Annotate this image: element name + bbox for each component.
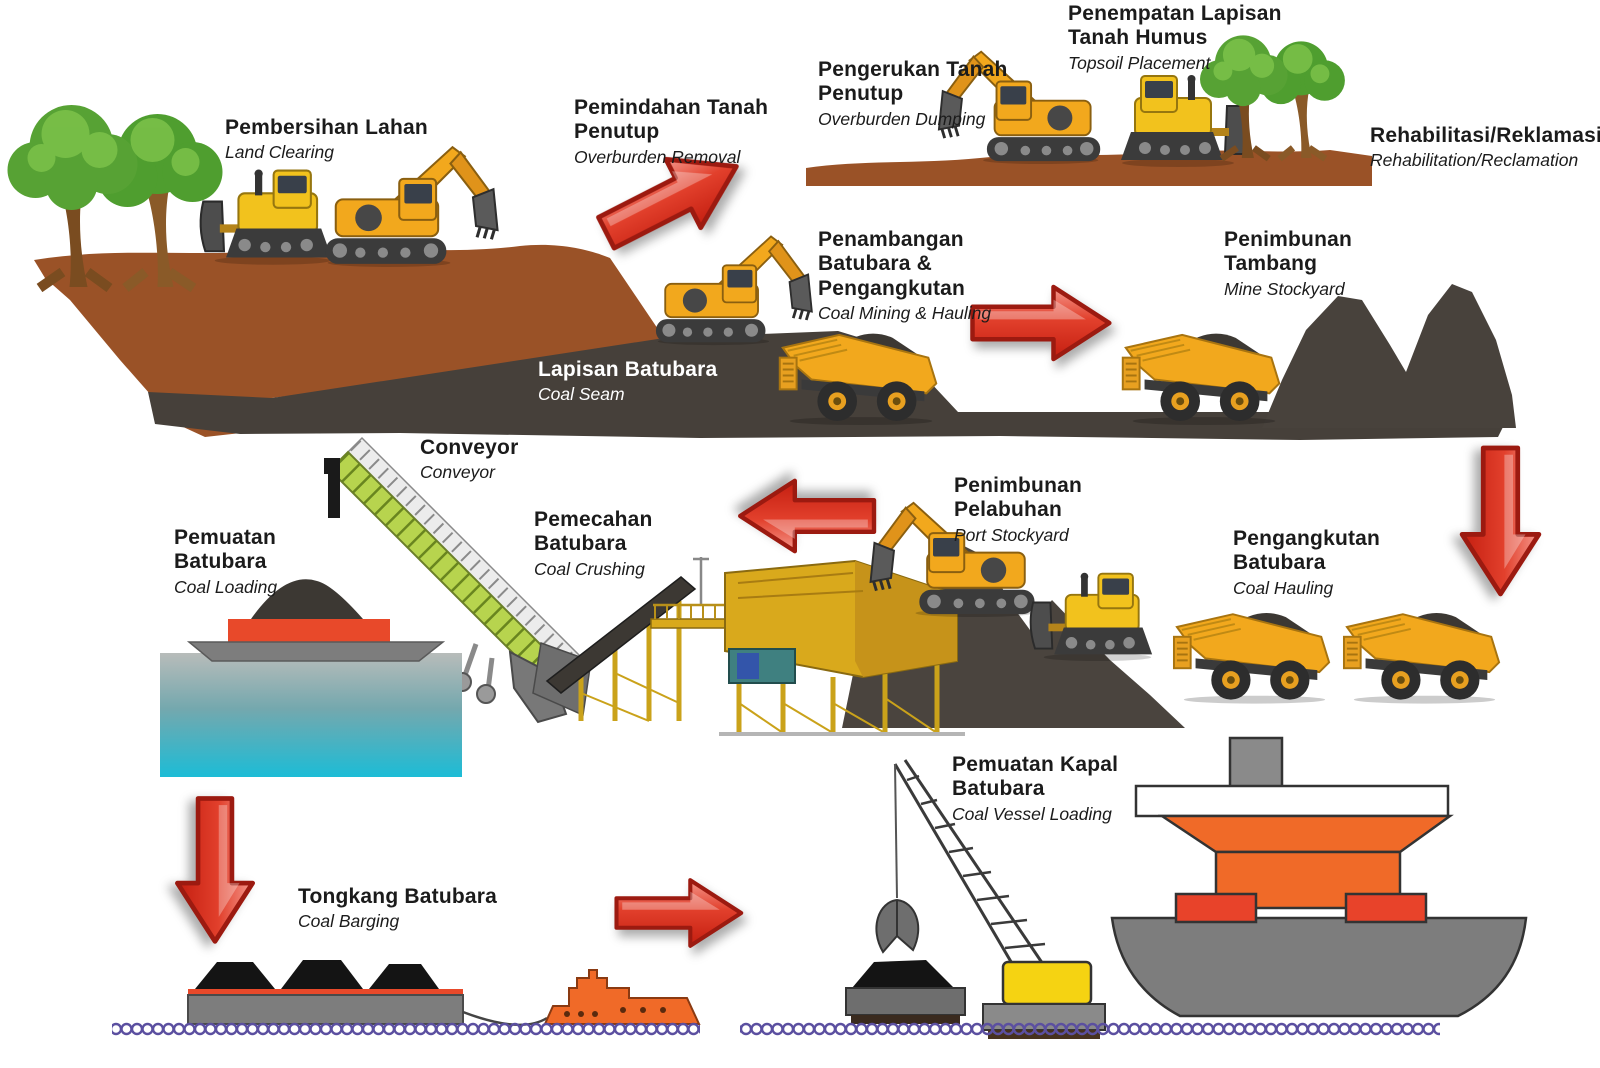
label-coal-barging-id: Tongkang Batubara (298, 885, 498, 908)
mine-stockpile (1262, 284, 1516, 428)
label-rehabilitation-en: Rehabilitation/Reclamation (1370, 150, 1579, 171)
coal-barge-icon (187, 960, 701, 1027)
label-coal-crushing: Pemecahan Batubara Coal Crushing (534, 508, 744, 579)
flow-arrow-icon (168, 787, 262, 951)
label-overburden-removal: Pemindahan Tanah Penutup Overburden Remo… (574, 96, 774, 167)
label-conveyor-id: Conveyor (420, 436, 519, 459)
coal-pile-icon (251, 579, 363, 619)
hull (1110, 916, 1528, 1018)
bulk-vessel-icon (1110, 736, 1528, 1018)
label-overburden-dumping: Pengerukan Tanah Penutup Overburden Dump… (818, 58, 1013, 129)
label-overburden-removal-en: Overburden Removal (574, 146, 741, 167)
label-port-stockyard-id: Penimbunan Pelabuhan (954, 474, 1083, 522)
label-overburden-dumping-en: Overburden Dumping (818, 108, 986, 129)
label-coal-vessel-loading-en: Coal Vessel Loading (952, 803, 1112, 824)
haul-truck-icon (1172, 600, 1334, 706)
label-mine-stockyard-en: Mine Stockyard (1224, 278, 1345, 299)
crusher-plant-icon (532, 557, 965, 736)
label-land-clearing-id: Pembersihan Lahan (225, 116, 428, 139)
flow-arrow-icon (608, 872, 748, 954)
label-land-clearing: Pembersihan Lahan Land Clearing (225, 116, 445, 163)
label-port-stockyard: Penimbunan Pelabuhan Port Stockyard (954, 474, 1184, 545)
haul-truck-icon (1115, 322, 1290, 426)
label-coal-loading-id: Pemuatan Batubara (174, 526, 276, 574)
label-mine-stockyard-id: Penimbunan Tambang (1224, 228, 1353, 276)
label-coal-hauling: Pengangkutan Batubara Coal Hauling (1233, 527, 1463, 598)
flow-arrow-icon (1453, 438, 1549, 603)
label-coal-vessel-loading-id: Pemuatan Kapal Batubara (952, 753, 1119, 801)
funnel (1228, 736, 1284, 790)
label-coal-vessel-loading: Pemuatan Kapal Batubara Coal Vessel Load… (952, 753, 1212, 824)
label-coal-crushing-id: Pemecahan Batubara (534, 508, 653, 556)
label-topsoil-placement-id: Penempatan Lapisan Tanah Humus (1068, 2, 1282, 50)
label-rehabilitation-id: Rehabilitasi/Reklamasi (1370, 124, 1600, 147)
label-coal-seam-id: Lapisan Batubara (538, 358, 718, 381)
label-coal-loading: Pemuatan Batubara Coal Loading (174, 526, 374, 597)
label-conveyor-en: Conveyor (420, 462, 495, 483)
label-coal-barging: Tongkang Batubara Coal Barging (298, 885, 498, 932)
label-coal-crushing-en: Coal Crushing (534, 558, 645, 579)
haul-truck-icon (1342, 600, 1504, 706)
label-overburden-dumping-id: Pengerukan Tanah Penutup (818, 58, 1008, 106)
label-coal-seam-en: Coal Seam (538, 384, 625, 405)
label-port-stockyard-en: Port Stockyard (954, 524, 1069, 545)
label-coal-hauling-id: Pengangkutan Batubara (1233, 527, 1381, 575)
conveyor-icon (324, 436, 592, 724)
flow-arrow-icon (732, 472, 884, 560)
label-coal-loading-en: Coal Loading (174, 576, 278, 597)
label-conveyor: Conveyor Conveyor (420, 436, 570, 483)
overburden-cross-section (34, 244, 664, 437)
rehabilitated-soil-strip (806, 150, 1372, 186)
coal-barge-icon (160, 579, 462, 777)
label-topsoil-placement-en: Topsoil Placement (1068, 52, 1211, 73)
water-waves-icon (112, 1018, 1440, 1040)
label-coal-mining-hauling-id: Penambangan Batubara & Pengangkutan (818, 228, 966, 300)
label-coal-mining-hauling-en: Coal Mining & Hauling (818, 303, 992, 324)
water-gradient (160, 653, 462, 777)
bulldozer-icon (1025, 566, 1165, 662)
label-coal-mining-hauling: Penambangan Batubara & Pengangkutan Coal… (818, 228, 1050, 323)
bridge-deck (1134, 784, 1450, 818)
label-overburden-removal-id: Pemindahan Tanah Penutup (574, 96, 769, 144)
haul-truck-icon (772, 322, 947, 426)
label-land-clearing-en: Land Clearing (225, 142, 334, 163)
label-coal-barging-en: Coal Barging (298, 911, 400, 932)
label-topsoil-placement: Penempatan Lapisan Tanah Humus Topsoil P… (1068, 2, 1283, 73)
label-coal-seam: Lapisan Batubara Coal Seam (538, 358, 758, 405)
label-coal-hauling-en: Coal Hauling (1233, 577, 1334, 598)
label-mine-stockyard: Penimbunan Tambang Mine Stockyard (1224, 228, 1444, 299)
label-rehabilitation: Rehabilitasi/Reklamasi Rehabilitation/Re… (1370, 124, 1600, 171)
